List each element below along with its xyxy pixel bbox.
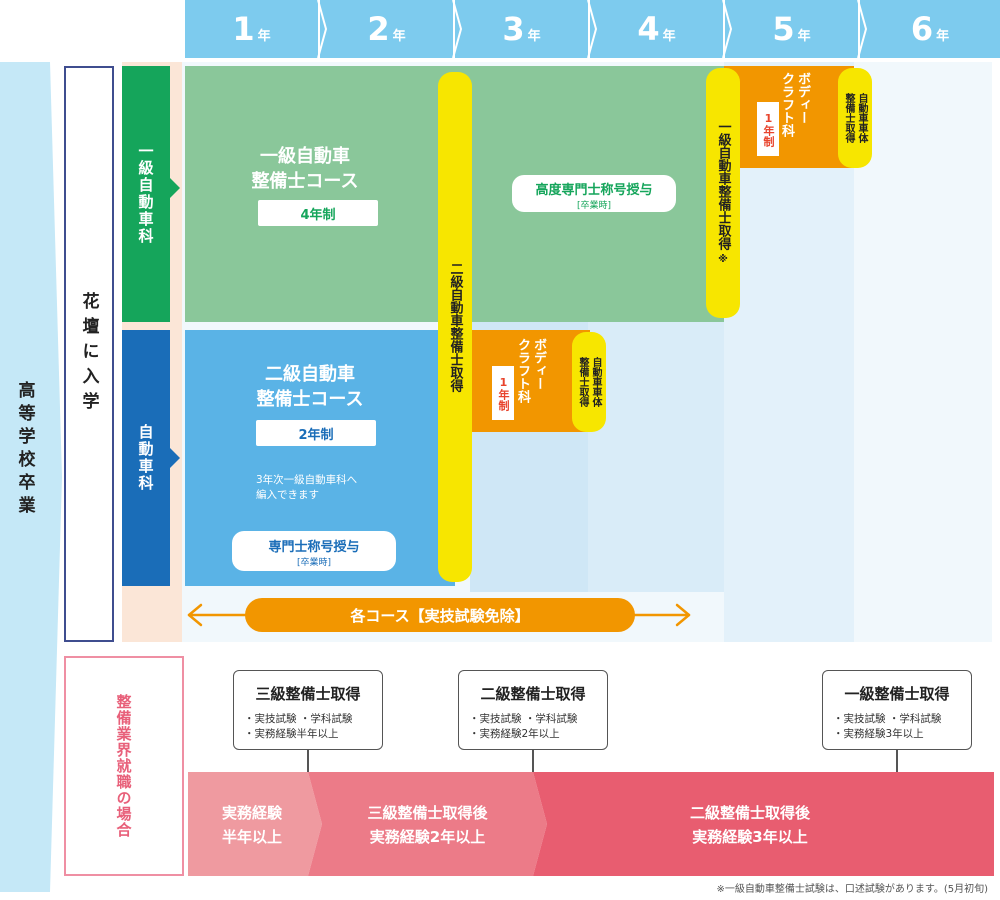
high-school-graduation-band [0,62,50,892]
exemption-banner: 各コース【実技試験免除】 [245,598,635,632]
body-craft-year3-name: ボディークラフト科 [515,338,546,403]
diploma-badge: 専門士称号授与 [卒業時] [232,531,396,571]
entry-label: 花壇に入学 [78,291,99,417]
body-craft-year5-duration: 1年制 [757,102,779,156]
dept-first-class-label: 一級自動車科 [136,143,155,245]
entry-box: 花壇に入学 [64,66,114,642]
grade1-certification-pill: 一級自動車整備士取得 ※ [706,68,740,318]
dept-automobile: 自動車科 [122,330,170,586]
dept-automobile-arrow [170,448,180,468]
grant-connector-grade3 [307,750,309,772]
second-class-duration-badge: 2年制 [256,420,376,446]
body-craft-year3-box [470,330,590,432]
grade2-certification-pill: 二級自動車整備士取得 [438,72,472,582]
body-craft-year5-name: ボディークラフト科 [779,72,810,137]
body-cert-year3-pill: 自動車車体整備士取得 [572,332,606,432]
advanced-diploma-badge: 高度専門士称号授与 [卒業時] [512,175,676,212]
dept-first-class: 一級自動車科 [122,66,170,322]
first-class-course-title: 一級自動車 整備士コース [251,146,359,192]
second-class-course-title: 二級自動車 整備士コース [256,364,364,410]
grant-box-grade1: 一級整備士取得 ・実技試験 ・学科試験 ・実務経験3年以上 [822,670,972,750]
employment-box: 整備業界就職の場合 [64,656,184,876]
high-school-graduation-label: 高等学校卒業 [14,381,35,519]
first-class-duration-badge: 4年制 [258,200,378,226]
work-step-2: 三級整備士取得後 実務経験2年以上 [367,804,488,846]
work-steps-arrow [188,772,994,876]
employment-label: 整備業界就職の場合 [114,694,133,838]
grant-connector-grade1 [896,750,898,772]
body-craft-year5-box [724,66,854,168]
work-step-3: 二級整備士取得後 実務経験3年以上 [689,804,810,846]
body-craft-year3-duration: 1年制 [492,366,514,420]
transfer-note: 3年次一級自動車科へ 編入できます [256,474,358,501]
year-chevron-dividers [317,0,868,58]
dept-automobile-label: 自動車科 [136,424,155,492]
work-step-1: 実務経験 半年以上 [221,804,282,846]
dept-first-class-arrow [170,178,180,198]
body-cert-year5-pill: 自動車車体整備士取得 [838,68,872,168]
grant-box-grade3: 三級整備士取得 ・実技試験 ・学科試験 ・実務経験半年以上 [233,670,383,750]
graduation-arrow-tip [50,62,62,892]
grant-box-grade2: 二級整備士取得 ・実技試験 ・学科試験 ・実務経験2年以上 [458,670,608,750]
grant-connector-grade2 [532,750,534,772]
footnote: ※一級自動車整備士試験は、口述試験があります。(5月初旬) [716,884,988,895]
